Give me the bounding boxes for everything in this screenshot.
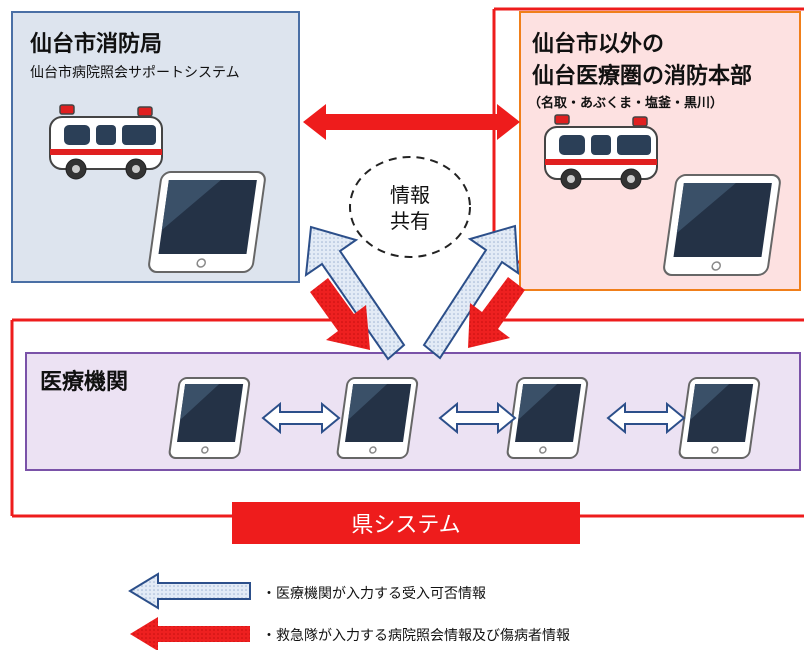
info-share-circle [349, 156, 471, 258]
sendai-fire-title: 仙台市消防局 [30, 32, 163, 57]
prefecture-system-label: 県システム [232, 502, 580, 544]
info-share-line2: 共有 [390, 209, 430, 233]
red-arrow-icon-left [310, 278, 370, 350]
other-fire-title-line1: 仙台市以外の [532, 32, 665, 57]
blue-arrow-icon-right [422, 224, 520, 360]
tablet-icon-hospital-2 [336, 377, 419, 459]
legend-red-text: ・救急隊が入力する病院照会情報及び傷病者情報 [262, 628, 570, 644]
ambulance-icon-other [544, 114, 658, 190]
legend-blue-arrow-icon [128, 572, 251, 610]
hospitals-title: 医療機関 [40, 370, 129, 395]
double-arrow-icon-3 [606, 401, 686, 435]
legend-red-arrow-icon [130, 617, 250, 650]
legend-blue-text: ・医療機関が入力する受入可否情報 [262, 586, 486, 602]
tablet-icon-hospital-4 [678, 377, 761, 459]
info-share-line1: 情報 [390, 183, 430, 207]
other-fire-title-line2: 仙台医療圏の消防本部 [532, 64, 753, 89]
tablet-icon-other [663, 174, 781, 276]
red-double-arrow-icon [303, 104, 520, 140]
double-arrow-icon-1 [261, 401, 341, 435]
blue-arrow-icon-left [304, 225, 406, 361]
info-share-label: 情報 共有 [370, 182, 450, 234]
other-fire-note: （名取・あぶくま・塩釜・黒川） [528, 96, 724, 111]
double-arrow-icon-2 [438, 401, 517, 435]
tablet-icon-hospital-1 [168, 377, 251, 459]
prefecture-system-outline [10, 7, 804, 518]
red-arrow-icon-right [468, 277, 525, 348]
tablet-icon-sendai [148, 171, 266, 273]
ambulance-icon-sendai [49, 104, 163, 180]
tablet-icon-hospital-3 [506, 377, 589, 459]
sendai-fire-subtitle: 仙台市病院照会サポートシステム [30, 65, 240, 81]
